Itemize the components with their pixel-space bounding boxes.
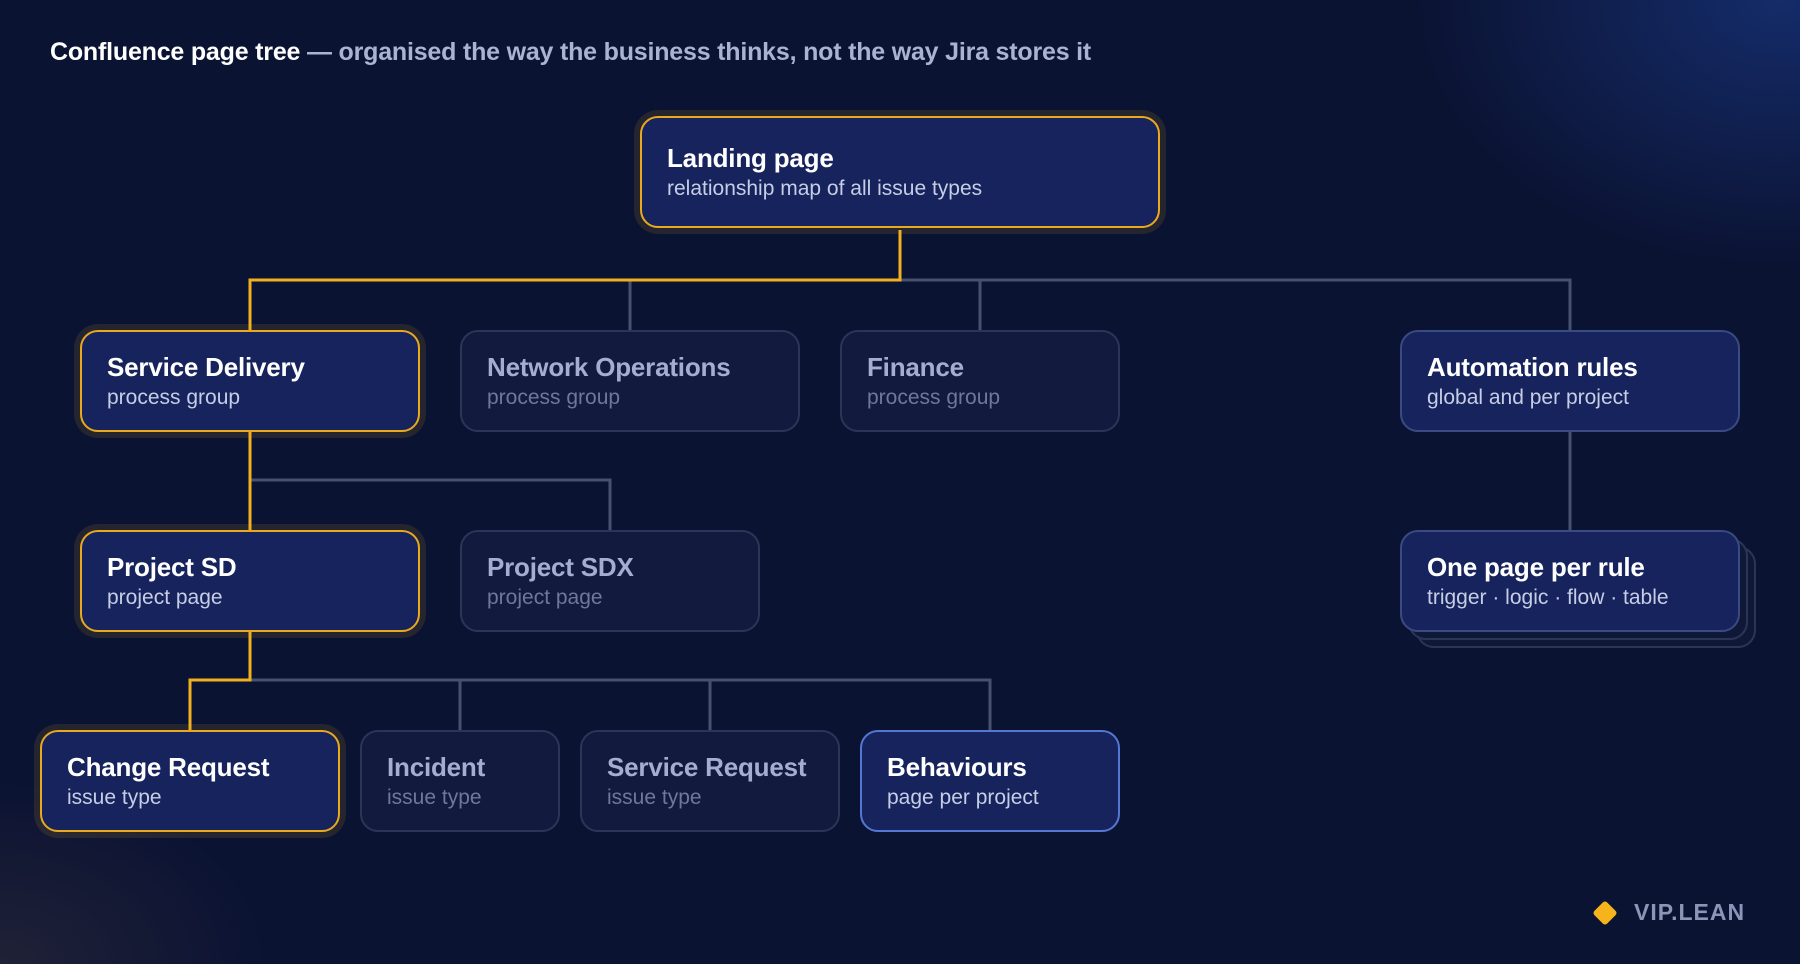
diamond-icon bbox=[1592, 899, 1618, 926]
node-title: Project SDX bbox=[487, 551, 634, 582]
node-title: Behaviours bbox=[887, 751, 1027, 782]
subtitle-text: — organised the way the business thinks,… bbox=[306, 38, 1092, 66]
node-title: Service Delivery bbox=[107, 351, 305, 382]
node-subtitle: global and per project bbox=[1427, 385, 1629, 409]
project-sdx-node[interactable]: Project SDX project page bbox=[460, 530, 760, 632]
connector-project-incident bbox=[250, 678, 462, 730]
one-page-per-rule-node[interactable]: One page per rule trigger · logic · flow… bbox=[1400, 530, 1740, 632]
highlight-path-landing-sd bbox=[248, 230, 902, 330]
incident-node[interactable]: Incident issue type bbox=[360, 730, 560, 832]
node-title: Change Request bbox=[67, 751, 270, 782]
node-title: Incident bbox=[387, 751, 486, 782]
node-title: Finance bbox=[867, 351, 964, 382]
node-subtitle: issue type bbox=[607, 785, 702, 809]
node-subtitle: process group bbox=[487, 385, 621, 409]
network-operations-node[interactable]: Network Operations process group bbox=[460, 330, 800, 432]
landing-page-node[interactable]: Landing page relationship map of all iss… bbox=[640, 116, 1160, 228]
connector-landing-finance bbox=[900, 278, 982, 330]
change-request-node[interactable]: Change Request issue type bbox=[40, 730, 340, 832]
connector-landing-network bbox=[628, 278, 900, 330]
node-title: Landing page bbox=[667, 142, 834, 173]
connector-project-behaviours bbox=[710, 678, 992, 730]
node-title: Project SD bbox=[107, 551, 237, 582]
node-title: Network Operations bbox=[487, 351, 731, 382]
connector-project-servicerequest bbox=[460, 678, 712, 730]
node-subtitle: process group bbox=[867, 385, 1001, 409]
node-subtitle: issue type bbox=[387, 785, 482, 809]
project-sd-node[interactable]: Project SD project page bbox=[80, 530, 420, 632]
node-subtitle: page per project bbox=[887, 785, 1039, 809]
brand-logo: VIP.LEAN bbox=[1592, 899, 1746, 926]
node-title: Automation rules bbox=[1427, 351, 1638, 382]
automation-rules-node[interactable]: Automation rules global and per project bbox=[1400, 330, 1740, 432]
page-title: Confluence page tree — organised the way… bbox=[50, 38, 1091, 67]
behaviours-node[interactable]: Behaviours page per project bbox=[860, 730, 1120, 832]
highlight-path-project-change bbox=[188, 632, 252, 730]
node-title: One page per rule bbox=[1427, 551, 1645, 582]
node-subtitle: issue type bbox=[67, 785, 162, 809]
node-subtitle: project page bbox=[487, 585, 603, 609]
finance-node[interactable]: Finance process group bbox=[840, 330, 1120, 432]
node-subtitle: relationship map of all issue types bbox=[667, 176, 983, 200]
node-subtitle: project page bbox=[107, 585, 223, 609]
node-title: Service Request bbox=[607, 751, 807, 782]
brand-name: VIP.LEAN bbox=[1634, 899, 1746, 925]
node-subtitle: trigger · logic · flow · table bbox=[1427, 585, 1669, 609]
node-subtitle: process group bbox=[107, 385, 241, 409]
service-delivery-node[interactable]: Service Delivery process group bbox=[80, 330, 420, 432]
connector-sd-sdx bbox=[250, 478, 612, 530]
title-text: Confluence page tree bbox=[50, 38, 301, 66]
connector-landing-automation bbox=[900, 278, 1572, 330]
service-request-node[interactable]: Service Request issue type bbox=[580, 730, 840, 832]
